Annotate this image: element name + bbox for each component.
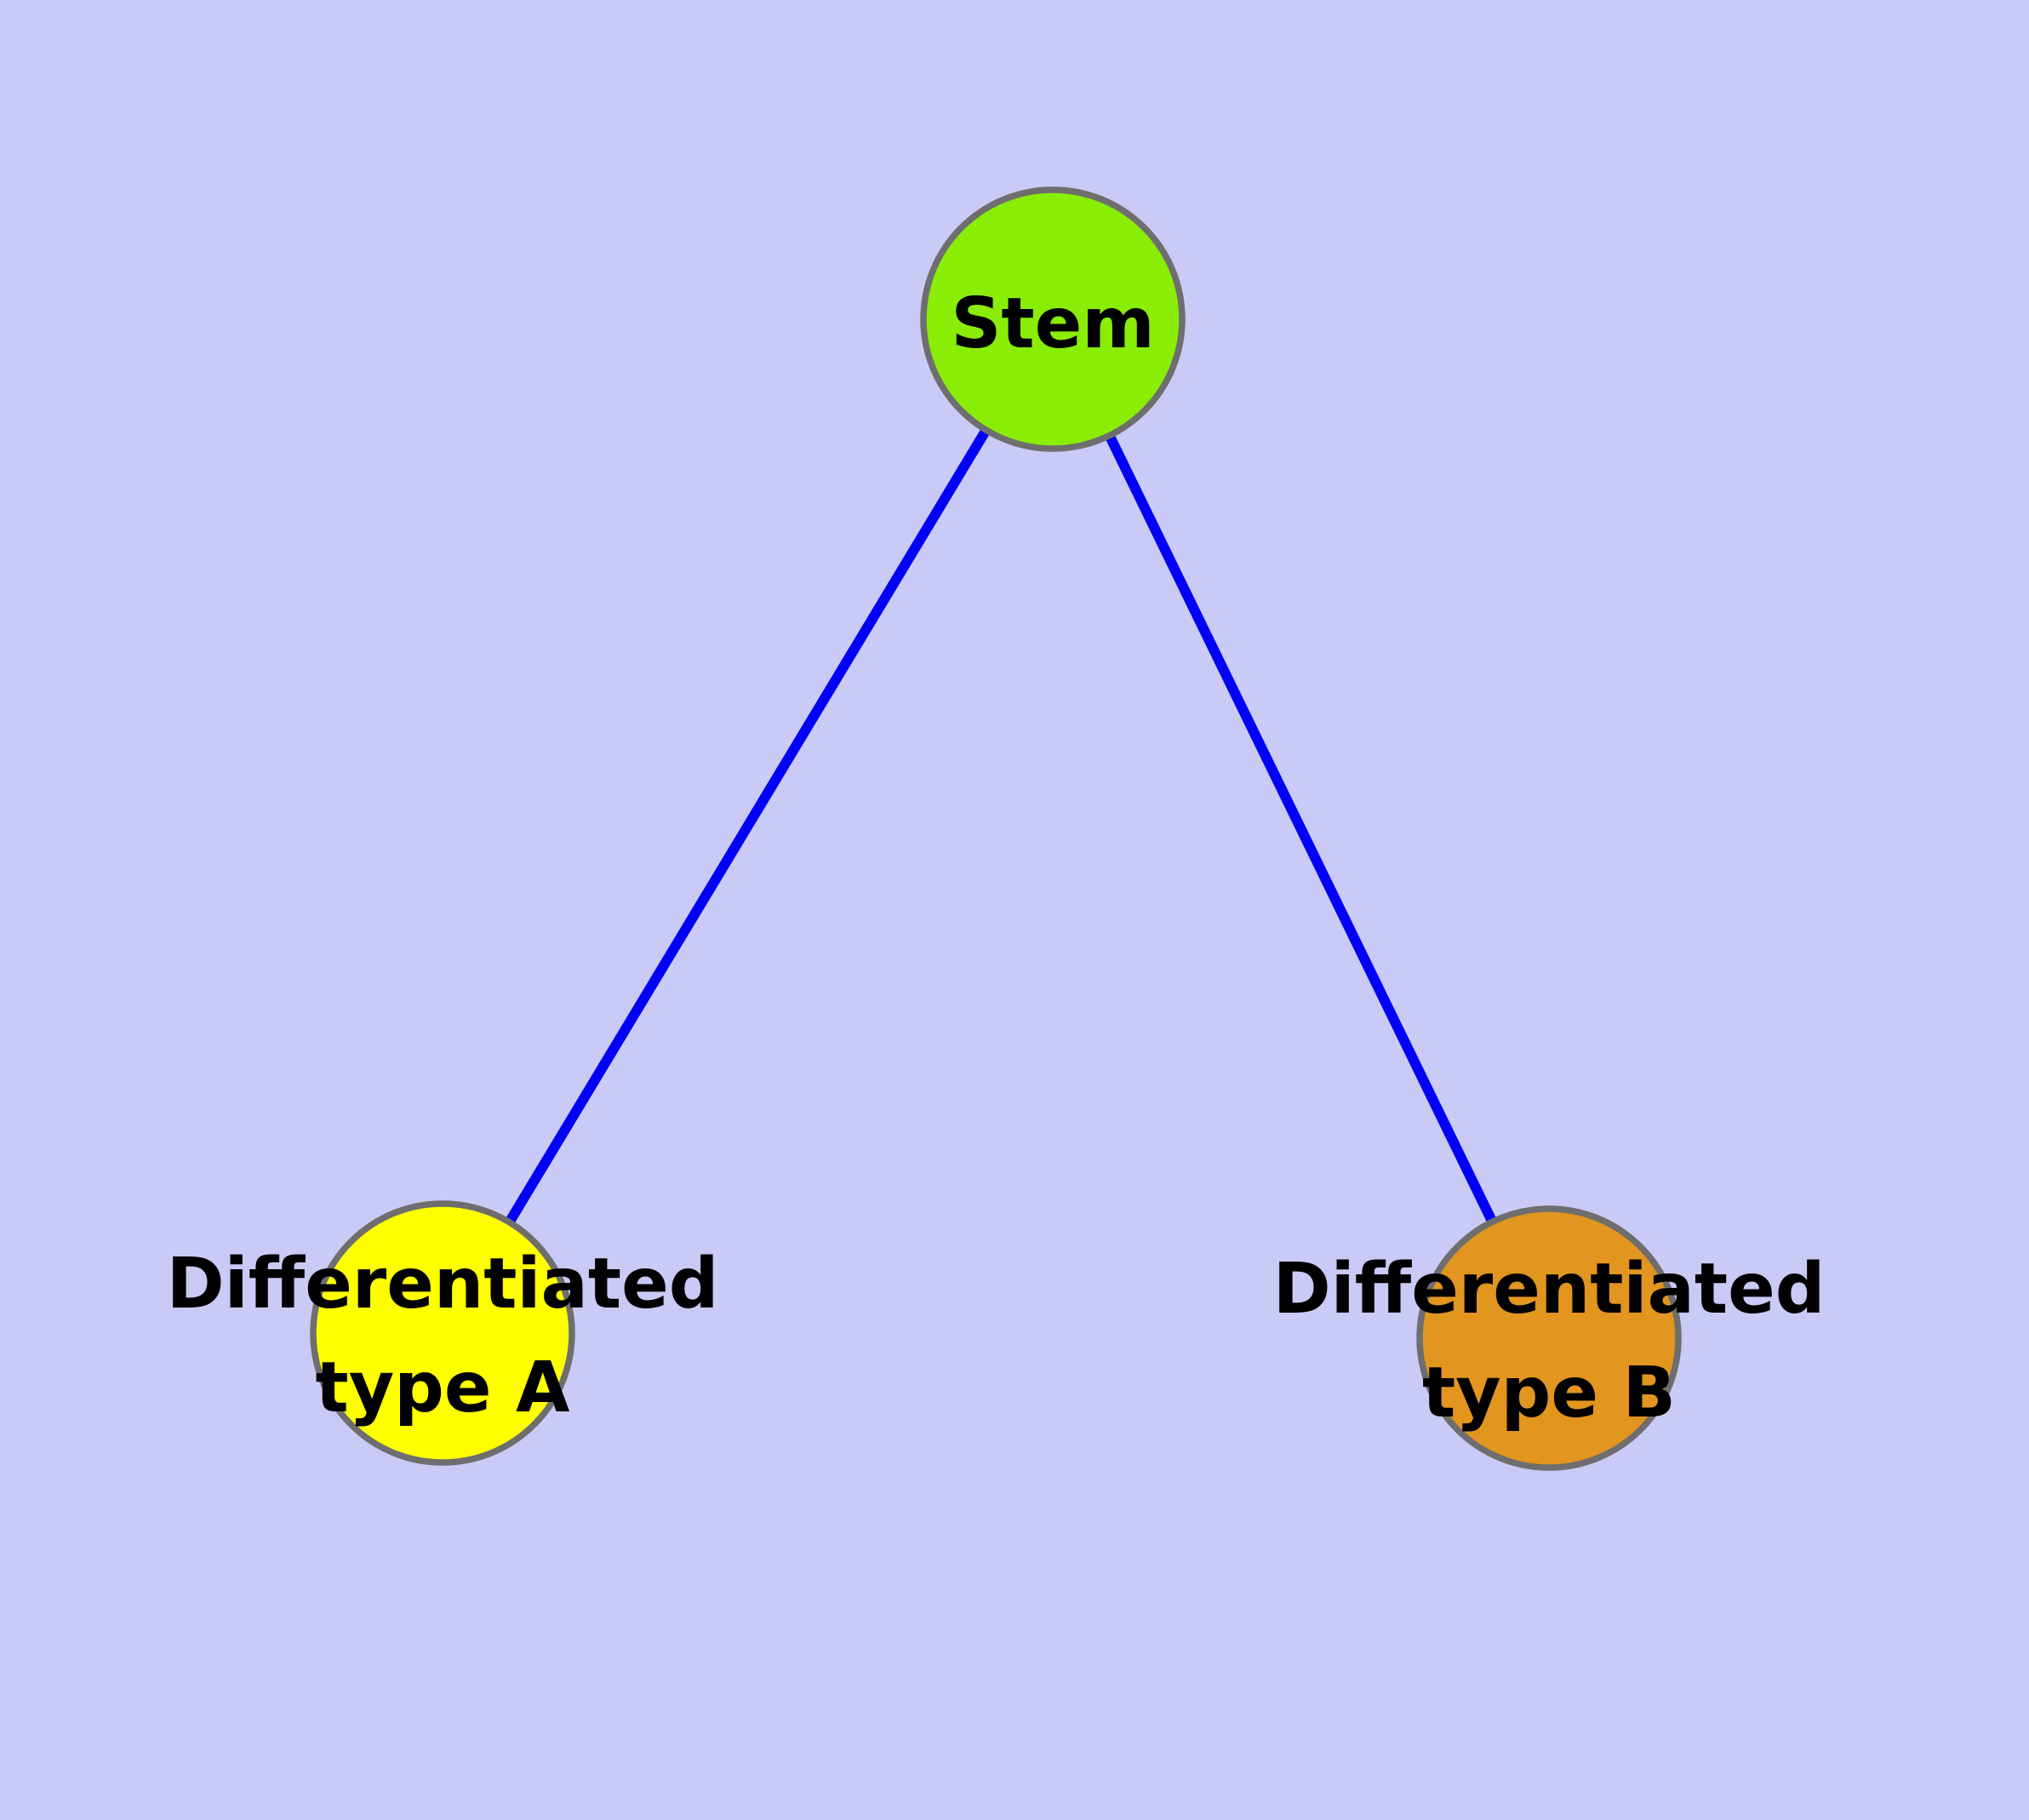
stem-node xyxy=(920,186,1186,452)
type-a-node-label-line1: Differentiated xyxy=(167,1244,719,1325)
stem-node-label: Stem xyxy=(951,283,1154,364)
edge-stem-to-type-a xyxy=(437,316,1058,1336)
edge-stem-to-type-b xyxy=(1048,317,1554,1341)
type-b-node xyxy=(1416,1205,1682,1471)
type-a-node xyxy=(310,1200,575,1466)
type-b-node-label-line2: type B xyxy=(1422,1353,1676,1434)
type-b-node-label-line1: Differentiated xyxy=(1273,1249,1826,1330)
type-a-node-label-line2: type A xyxy=(316,1348,571,1428)
